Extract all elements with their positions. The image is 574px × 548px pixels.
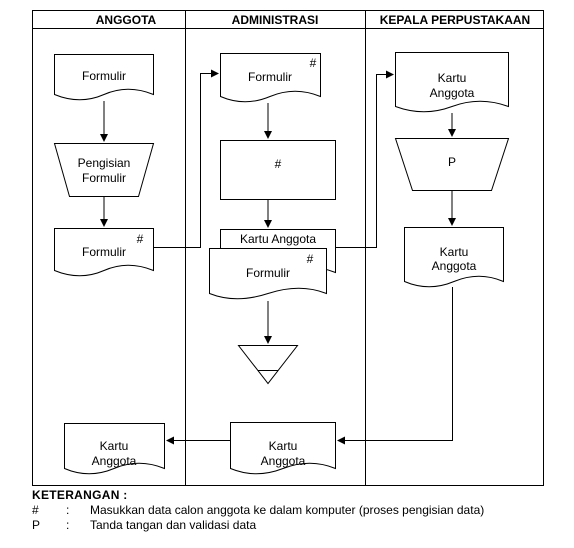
legend-symbol: # — [32, 503, 39, 517]
lane-header-administrasi: ADMINISTRASI — [232, 13, 319, 27]
label-kepala-kartu-1-line-2: Anggota — [430, 86, 475, 100]
manual-operation-p — [394, 138, 510, 191]
legend-title: KETERANGAN : — [32, 488, 128, 502]
process-admin-input — [220, 140, 336, 200]
offline-storage-triangle — [237, 345, 299, 385]
legend-symbol: P — [32, 518, 41, 532]
label-kepala-p: P — [448, 155, 456, 169]
mark-admin-formulir-1: # — [310, 56, 317, 70]
arrow-admin-to-kepala — [335, 70, 394, 248]
label-anggota-kartu-line-2: Anggota — [92, 454, 137, 468]
label-anggota-formulir-1: Formulir — [82, 69, 126, 83]
label-admin-formulir-2: Formulir — [246, 266, 290, 280]
arrow-anggota-to-admin — [153, 69, 219, 248]
legend-text: Masukkan data calon anggota ke dalam kom… — [90, 503, 485, 517]
document-admin-kartu-anggota-out — [230, 422, 336, 475]
label-anggota-kartu-line-1: Kartu — [100, 439, 129, 453]
label-admin-kartu-anggota: Kartu Anggota — [240, 232, 316, 246]
legend-item: P : Tanda tangan dan validasi data — [32, 518, 484, 533]
label-kepala-kartu-2-line-1: Kartu — [440, 245, 469, 259]
label-pengisian-line-1: Pengisian — [78, 156, 131, 170]
label-pengisian-line-2: Formulir — [82, 171, 126, 185]
mark-anggota-formulir-2: # — [137, 232, 144, 246]
legend: KETERANGAN : # : Masukkan data calon ang… — [32, 488, 484, 533]
document-admin-formulir-2 — [209, 248, 327, 300]
lane-header-anggota: ANGGOTA — [96, 13, 157, 27]
manual-input-pengisian-formulir — [53, 143, 155, 197]
legend-item: # : Masukkan data calon anggota ke dalam… — [32, 503, 484, 518]
legend-text: Tanda tangan dan validasi data — [90, 518, 257, 532]
document-anggota-kartu-anggota — [64, 423, 165, 475]
document-anggota-formulir-1 — [54, 54, 154, 101]
mark-admin-formulir-2: # — [307, 252, 314, 266]
arrow-kepala-to-admin — [337, 287, 453, 445]
label-kepala-kartu-2-line-2: Anggota — [432, 259, 477, 273]
label-anggota-formulir-2: Formulir — [82, 245, 126, 259]
label-admin-formulir-1: Formulir — [248, 70, 292, 84]
label-admin-kartu-out-line-2: Anggota — [261, 454, 306, 468]
lane-header-kepala: KEPALA PERPUSTAKAAN — [380, 13, 530, 27]
swimlane-frame — [32, 10, 544, 486]
document-admin-formulir-1 — [220, 53, 321, 103]
document-kepala-kartu-anggota-2 — [404, 227, 504, 288]
legend-separator: : — [66, 518, 70, 532]
legend-separator: : — [66, 503, 70, 517]
label-admin-kartu-out-line-1: Kartu — [269, 439, 298, 453]
label-kepala-kartu-1-line-1: Kartu — [438, 71, 467, 85]
document-kepala-kartu-anggota-1 — [395, 52, 509, 113]
label-admin-process: # — [275, 157, 282, 171]
document-anggota-formulir-2 — [54, 228, 154, 277]
